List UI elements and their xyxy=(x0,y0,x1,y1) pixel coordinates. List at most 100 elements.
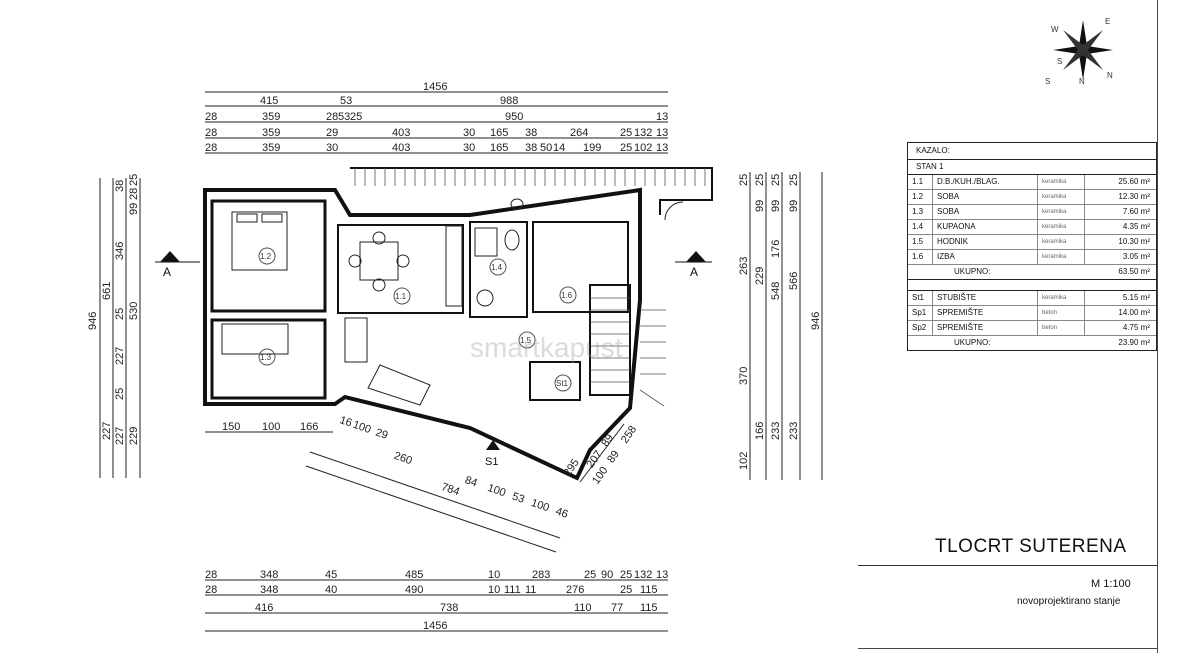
dim-right-v: 176 xyxy=(770,240,782,258)
dim-bottom-r2: 25 xyxy=(620,584,632,596)
room-label-1-5: 1.5 xyxy=(520,336,532,345)
drawing-title: TLOCRT SUTERENA xyxy=(935,536,1127,557)
dim-under-left: 166 xyxy=(300,421,318,433)
bedroom-1-3-walls xyxy=(210,318,327,400)
bed-single xyxy=(221,323,289,355)
dim-right-v: 99 xyxy=(770,200,782,212)
dim-diag-r2: 100 xyxy=(529,497,550,514)
outer-wall xyxy=(203,187,642,481)
dim-left-v: 346 xyxy=(114,242,126,260)
dim-top-r2: 415 xyxy=(260,95,278,107)
dim-diag-r2: 100 xyxy=(486,482,507,499)
drawing-state: novoprojektirano stanje xyxy=(1017,596,1121,607)
dim-left-v: 227 xyxy=(114,347,126,365)
dim-top-r4: 13 xyxy=(656,127,668,139)
dim-top-r4: 165 xyxy=(490,127,508,139)
pillow xyxy=(261,213,283,223)
dim-top-r4: 264 xyxy=(570,127,588,139)
room-label-st1: St1 xyxy=(556,379,569,388)
dim-bottom-r2: 111 xyxy=(504,584,521,596)
dim-right-v: 566 xyxy=(788,272,800,290)
room-label-1-1: 1.1 xyxy=(395,292,407,301)
dim-right-v: 25 xyxy=(754,174,766,186)
bed-double xyxy=(231,211,288,271)
dim-right-v: 25 xyxy=(770,174,782,186)
room-label-1-3: 1.3 xyxy=(260,353,272,362)
dim-bottom-r1: 25 xyxy=(584,569,596,581)
living-room-walls xyxy=(337,224,464,314)
dim-bottom-r2: 10 xyxy=(488,584,500,596)
dim-left-v: 227 xyxy=(114,427,126,445)
dim-right-v: 99 xyxy=(788,200,800,212)
dim-bottom-r1: 132 xyxy=(634,569,652,581)
dim-bottom-r1: 28 xyxy=(205,569,217,581)
dim-left-v: 661 xyxy=(101,282,113,300)
dim-bottom-r1: 45 xyxy=(325,569,337,581)
dim-left-v: 227 xyxy=(101,422,113,440)
table xyxy=(359,241,399,281)
dim-top-r5: 165 xyxy=(490,142,508,154)
dim-left-v: 229 xyxy=(128,427,140,445)
dim-right-v: 233 xyxy=(770,422,782,440)
dim-bottom-r2: 11 xyxy=(525,584,536,596)
dim-top-r3: 25 xyxy=(350,111,362,123)
dim-top-r5: 14 xyxy=(553,142,565,154)
kitchen-counter xyxy=(445,225,463,307)
retaining-wall xyxy=(350,167,713,215)
dim-bottom-r3: 77 xyxy=(611,602,623,614)
dim-right-v: 370 xyxy=(738,367,750,385)
dim-bottom-r1: 90 xyxy=(601,569,613,581)
frame-line xyxy=(1157,0,1158,653)
dim-left-v: 530 xyxy=(128,302,140,320)
chair xyxy=(396,254,410,268)
dim-left-v: 25 xyxy=(128,174,140,186)
chair xyxy=(372,231,386,245)
dim-top-r3: 13 xyxy=(656,111,668,123)
chair xyxy=(348,254,362,268)
dim-top-r5: 199 xyxy=(583,142,601,154)
dim-line-diag-1 xyxy=(309,451,561,539)
dim-top-r3: 28 xyxy=(205,111,217,123)
chair xyxy=(372,278,386,292)
stair-label: S1 xyxy=(485,456,498,468)
dim-top-r5: 50 xyxy=(540,142,552,154)
sink xyxy=(510,198,524,210)
dim-bottom-r1: 13 xyxy=(656,569,668,581)
dim-top-r4: 132 xyxy=(634,127,652,139)
dim-right-v: 229 xyxy=(754,267,766,285)
legend-unit-title: STAN 1 xyxy=(908,160,1156,175)
dim-bottom-r3: 416 xyxy=(255,602,273,614)
room-label-1-2: 1.2 xyxy=(260,252,272,261)
dim-under-left: 150 xyxy=(222,421,240,433)
section-marker-right-icon xyxy=(686,251,706,262)
dim-top-r4: 25 xyxy=(620,127,632,139)
dim-left-v: 25 xyxy=(114,308,126,320)
dim-bottom-total: 1456 xyxy=(423,620,447,632)
dim-bottom-r2: 28 xyxy=(205,584,217,596)
dim-top-r2: 988 xyxy=(500,95,518,107)
pillow xyxy=(236,213,258,223)
watermark: smartkapust xyxy=(470,332,623,363)
svg-text:N: N xyxy=(1079,77,1085,86)
dim-left-v: 28 xyxy=(128,188,140,200)
dim-top-r4: 30 xyxy=(463,127,475,139)
bathroom-walls xyxy=(469,221,528,318)
legend-total: UKUPNO:63.50 m² xyxy=(908,265,1156,280)
dim-left-v: 25 xyxy=(114,388,126,400)
dim-top-r3: 950 xyxy=(505,111,523,123)
dim-under-left: 100 xyxy=(262,421,280,433)
room-label-1-4: 1.4 xyxy=(491,263,503,272)
frame-line xyxy=(858,648,1158,649)
dim-top-r5: 28 xyxy=(205,142,217,154)
dim-top-r5: 30 xyxy=(326,142,338,154)
dim-right-diag: 89 xyxy=(599,432,616,449)
dim-right-v: 25 xyxy=(738,174,750,186)
dim-top-r3: 53 xyxy=(338,111,350,123)
